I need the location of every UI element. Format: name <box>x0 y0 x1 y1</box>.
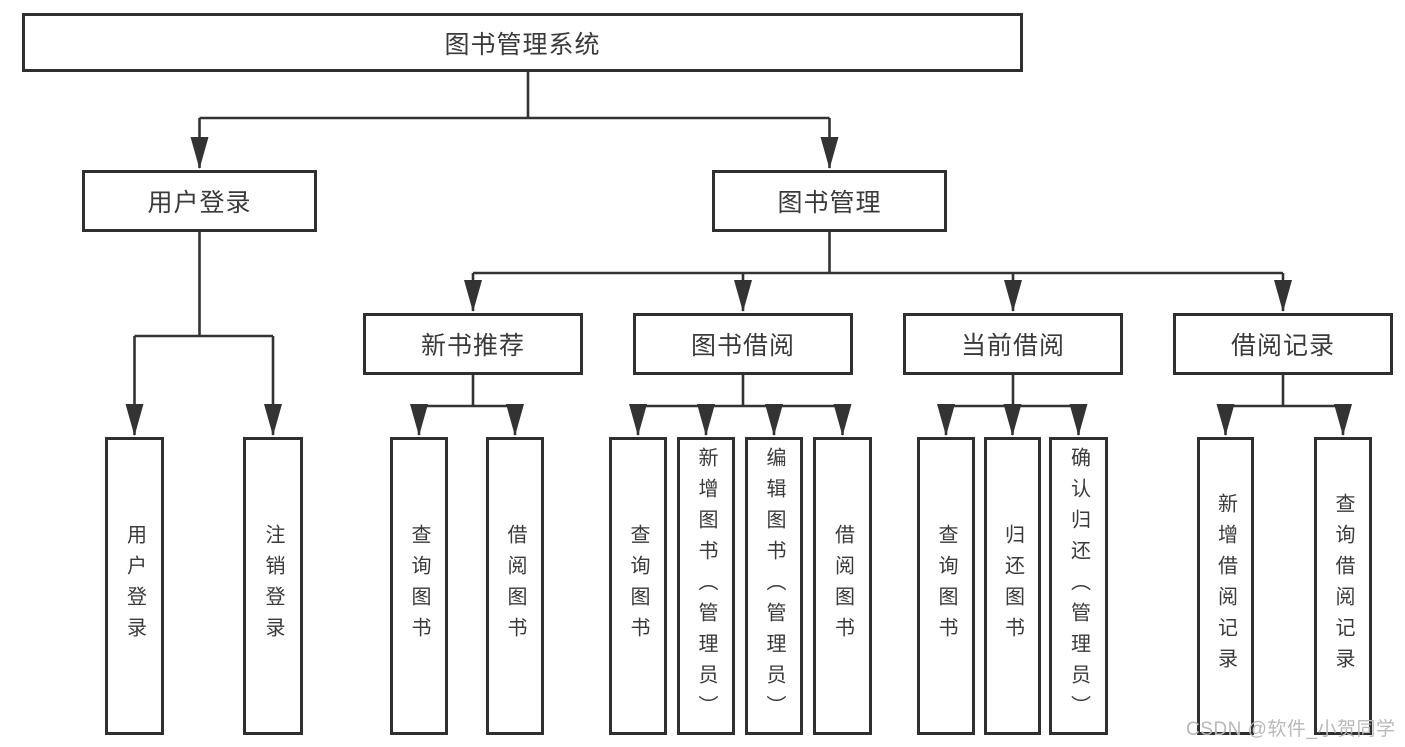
connector-current-borrow-branch <box>946 375 1079 408</box>
leaf-borrow-books-2-label: 借阅图书 <box>831 524 854 648</box>
connector-borrow-records-branch <box>1225 375 1343 408</box>
leaf-borrow-books-2: 借阅图书 <box>813 437 872 735</box>
node-book-management-label: 图书管理 <box>777 189 882 217</box>
node-current-borrow-label: 当前借阅 <box>960 332 1065 360</box>
node-root-library-system: 图书管理系统 <box>22 13 1023 72</box>
node-borrow-records: 借阅记录 <box>1173 313 1393 375</box>
leaf-logout-label: 注销登录 <box>262 524 284 648</box>
leaf-query-books-2-label: 查询图书 <box>627 524 649 648</box>
leaf-confirm-return-admin-label: 确认归还（管理员） <box>1067 446 1090 726</box>
leaf-user-login-label: 用户登录 <box>123 524 146 648</box>
node-new-book-recommend: 新书推荐 <box>363 313 583 375</box>
leaf-confirm-return-admin: 确认归还（管理员） <box>1049 437 1108 735</box>
node-user-login-label: 用户登录 <box>147 189 252 217</box>
node-book-management: 图书管理 <box>712 170 947 232</box>
leaf-query-books-1: 查询图书 <box>390 437 448 735</box>
node-book-borrow: 图书借阅 <box>633 313 853 375</box>
leaf-logout: 注销登录 <box>243 437 303 735</box>
leaf-borrow-books-1: 借阅图书 <box>486 437 544 735</box>
node-new-book-recommend-label: 新书推荐 <box>420 332 525 360</box>
leaf-return-books: 归还图书 <box>984 437 1041 735</box>
watermark-text: CSDN @软件_小贺同学 <box>1186 719 1396 740</box>
leaf-query-books-1-label: 查询图书 <box>408 524 430 648</box>
node-current-borrow: 当前借阅 <box>903 313 1123 375</box>
leaf-add-borrow-record: 新增借阅记录 <box>1197 437 1254 735</box>
leaf-add-book-admin-label: 新增图书（管理员） <box>695 446 717 726</box>
leaf-query-books-3: 查询图书 <box>917 437 975 735</box>
leaf-query-borrow-record-label: 查询借阅记录 <box>1332 493 1354 679</box>
leaf-edit-book-admin-label: 编辑图书（管理员） <box>763 446 785 726</box>
node-borrow-records-label: 借阅记录 <box>1230 332 1335 360</box>
connector-user-login-branch <box>134 232 273 338</box>
connector-book-management-branch <box>473 232 1283 275</box>
node-root-label: 图书管理系统 <box>444 30 601 59</box>
leaf-query-books-2: 查询图书 <box>609 437 667 735</box>
connector-new-book-recommend-branch <box>419 375 515 408</box>
leaf-borrow-books-1-label: 借阅图书 <box>504 524 526 648</box>
leaf-add-borrow-record-label: 新增借阅记录 <box>1214 493 1237 679</box>
node-book-borrow-label: 图书借阅 <box>690 332 795 360</box>
leaf-add-book-admin: 新增图书（管理员） <box>677 437 735 735</box>
leaf-return-books-label: 归还图书 <box>1001 524 1024 648</box>
leaf-query-books-3-label: 查询图书 <box>935 524 957 648</box>
leaf-user-login: 用户登录 <box>105 437 164 735</box>
leaf-edit-book-admin: 编辑图书（管理员） <box>745 437 803 735</box>
leaf-query-borrow-record: 查询借阅记录 <box>1314 437 1372 735</box>
node-user-login: 用户登录 <box>82 170 317 232</box>
connector-root-branch <box>199 72 830 120</box>
connector-book-borrow-branch <box>638 375 843 408</box>
